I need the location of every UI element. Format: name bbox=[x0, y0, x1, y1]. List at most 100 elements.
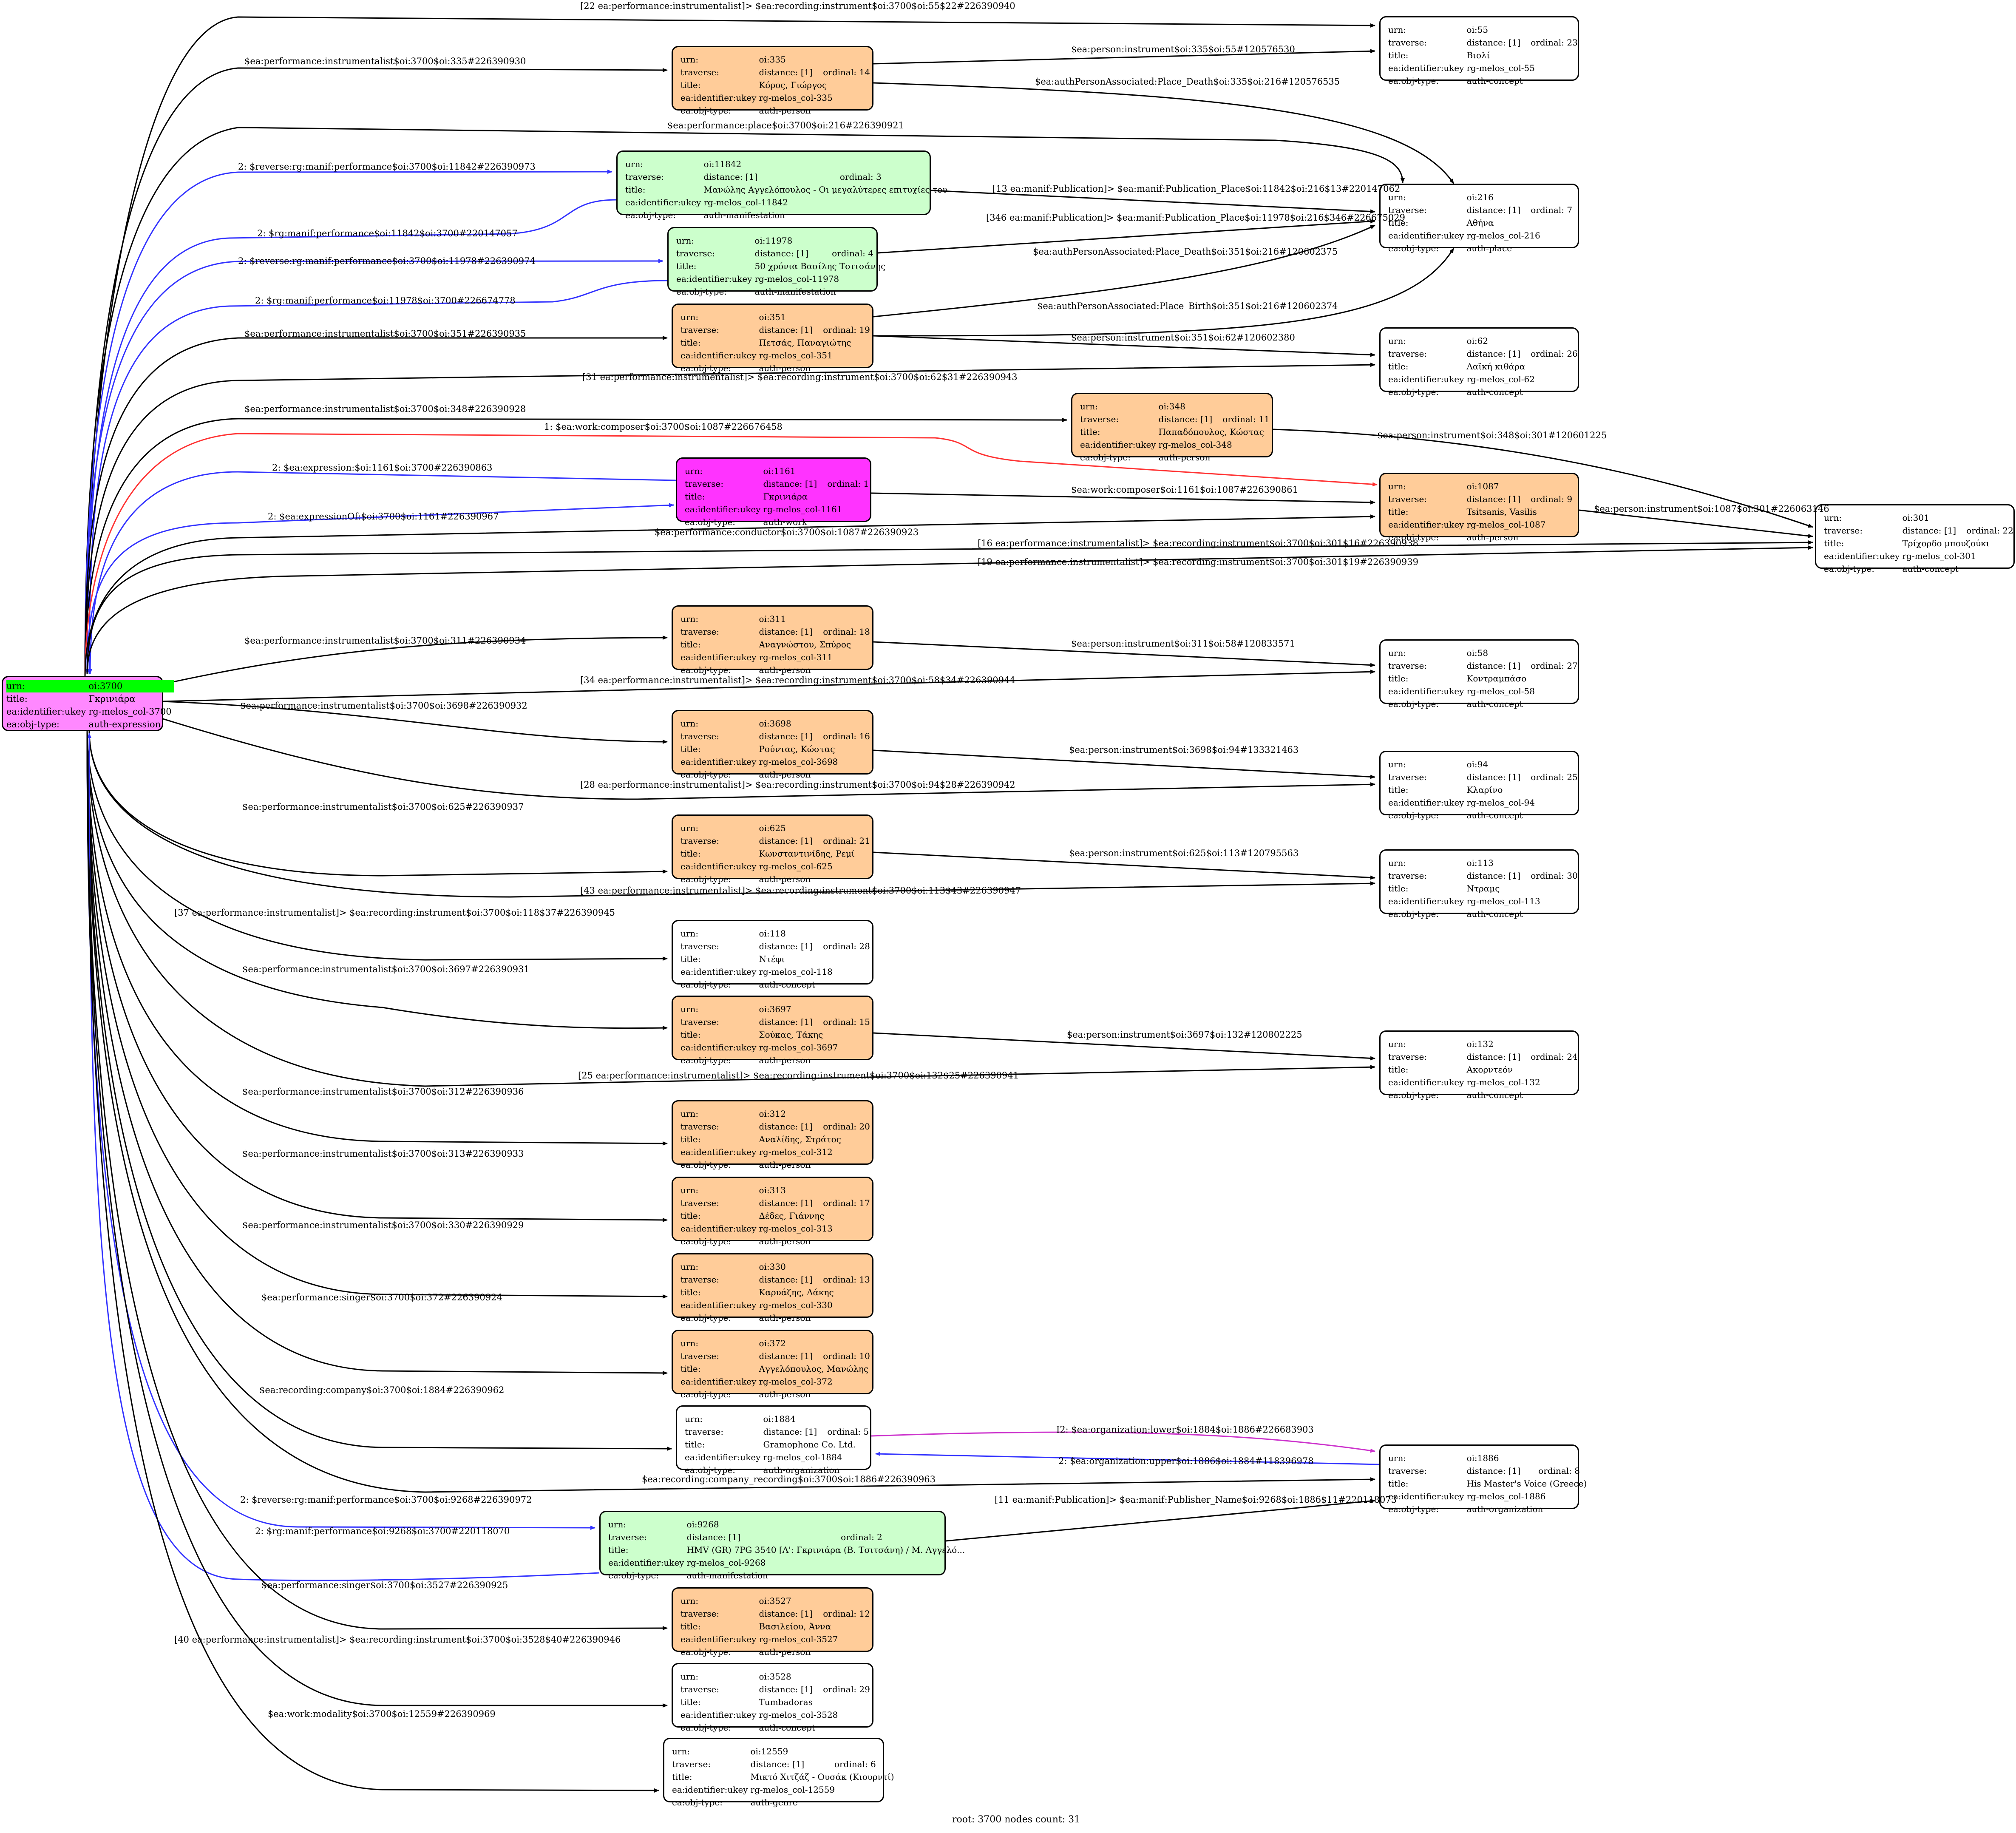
edge-label: $ea:person:instrument$oi:1087$oi:301#226… bbox=[1594, 504, 1829, 514]
edge-n351-n216 bbox=[873, 248, 1455, 337]
traverse-value: distance: [1] bbox=[759, 1017, 813, 1027]
type-value: auth-person bbox=[759, 1647, 811, 1657]
traverse-value: distance: [1] bbox=[1466, 661, 1521, 671]
traverse-value: distance: [1] bbox=[1902, 525, 1956, 536]
urn-key: urn: bbox=[672, 1746, 690, 1756]
urn-value: oi:118 bbox=[759, 928, 786, 939]
edge-n351-n62 bbox=[873, 335, 1375, 357]
ukey-value: rg-melos_col-1886 bbox=[1466, 1491, 1546, 1501]
urn-value: oi:311 bbox=[759, 614, 786, 624]
urn-value: oi:1886 bbox=[1466, 1453, 1499, 1463]
ordinal-value: ordinal: 13 bbox=[823, 1274, 870, 1285]
ukey-value: rg-melos_col-372 bbox=[759, 1376, 833, 1387]
edge-label: $ea:person:instrument$oi:311$oi:58#12083… bbox=[1071, 638, 1295, 649]
ordinal-value: ordinal: 22 bbox=[1966, 525, 2013, 536]
type-key: ea:obj-type: bbox=[685, 1465, 736, 1475]
type-value: auth-manifestation bbox=[686, 1570, 768, 1580]
traverse-value: distance: [1] bbox=[759, 325, 813, 335]
edge-n3700-n301 bbox=[86, 545, 1813, 674]
title-value: Αναλίδης, Στράτος bbox=[759, 1134, 841, 1144]
traverse-key: traverse: bbox=[1080, 414, 1119, 424]
traverse-key: traverse: bbox=[681, 731, 720, 741]
urn-key: urn: bbox=[681, 1671, 699, 1682]
edge-label: $ea:performance:instrumentalist$oi:3700$… bbox=[242, 1220, 524, 1230]
edge-n3698-n94 bbox=[873, 749, 1375, 779]
traverse-key: traverse: bbox=[1824, 525, 1863, 536]
type-value: auth-expression bbox=[88, 719, 161, 729]
urn-key: urn: bbox=[1388, 1453, 1406, 1463]
ukey-value: rg-melos_col-11842 bbox=[703, 197, 788, 207]
urn-key: urn: bbox=[6, 680, 89, 692]
ukey-value: rg-melos_col-1161 bbox=[763, 504, 842, 514]
edge-label: 2: $ea:organization:upper$oi:1886$oi:188… bbox=[1058, 1456, 1314, 1466]
traverse-value: distance: [1] bbox=[1158, 414, 1213, 424]
edge-n348-n301 bbox=[1273, 428, 1813, 528]
type-key: ea:obj-type: bbox=[1388, 810, 1439, 820]
title-value: Πετσάς, Παναγιώτης bbox=[759, 338, 851, 348]
ukey-value: rg-melos_col-3697 bbox=[759, 1042, 838, 1053]
title-value: Γκρινιάρα bbox=[88, 694, 136, 704]
edge-label: 2: $ea:expression:$oi:1161$oi:3700#22639… bbox=[272, 463, 493, 473]
edge-label: $ea:person:instrument$oi:3698$oi:94#1333… bbox=[1069, 745, 1299, 755]
traverse-key: traverse: bbox=[681, 1198, 720, 1208]
ukey-key: ea:identifier:ukey bbox=[1388, 519, 1464, 530]
type-value: auth-concept bbox=[1466, 810, 1523, 820]
type-value: auth-manifestation bbox=[754, 287, 836, 297]
type-value: auth-concept bbox=[1466, 1090, 1523, 1100]
type-value: auth-person bbox=[759, 665, 811, 675]
urn-value: oi:348 bbox=[1158, 401, 1185, 411]
title-value: Tsitsanis, Vasilis bbox=[1466, 507, 1537, 517]
edge-label: [346 ea:manif:Publication]> $ea:manif:Pu… bbox=[986, 213, 1405, 223]
type-key: ea:obj-type: bbox=[685, 517, 736, 527]
ordinal-value: ordinal: 16 bbox=[823, 731, 870, 741]
traverse-key: traverse: bbox=[625, 172, 664, 182]
edge-label: $ea:person:instrument$oi:348$oi:301#1206… bbox=[1377, 430, 1607, 440]
type-key: ea:obj-type: bbox=[1080, 452, 1131, 463]
title-key: title: bbox=[681, 1134, 701, 1144]
type-key: ea:obj-type: bbox=[681, 979, 732, 990]
title-key: title: bbox=[1388, 218, 1409, 228]
edge-label: $ea:performance:instrumentalist$oi:3700$… bbox=[240, 701, 527, 711]
edge-n11978-n216 bbox=[877, 219, 1375, 254]
type-value: auth-person bbox=[759, 1236, 811, 1246]
ukey-value: rg-melos_col-1884 bbox=[763, 1452, 842, 1462]
title-value: Κοντραμπάσο bbox=[1466, 673, 1527, 684]
urn-value: oi:12559 bbox=[750, 1746, 788, 1756]
ukey-key: ea:identifier:ukey bbox=[1388, 230, 1464, 241]
edge-label: 2: $reverse:rg:manif:performance$oi:3700… bbox=[238, 162, 536, 172]
type-key: ea:obj-type: bbox=[1388, 909, 1439, 919]
ukey-value: rg-melos_col-11978 bbox=[754, 274, 839, 284]
traverse-value: distance: [1] bbox=[750, 1759, 805, 1769]
